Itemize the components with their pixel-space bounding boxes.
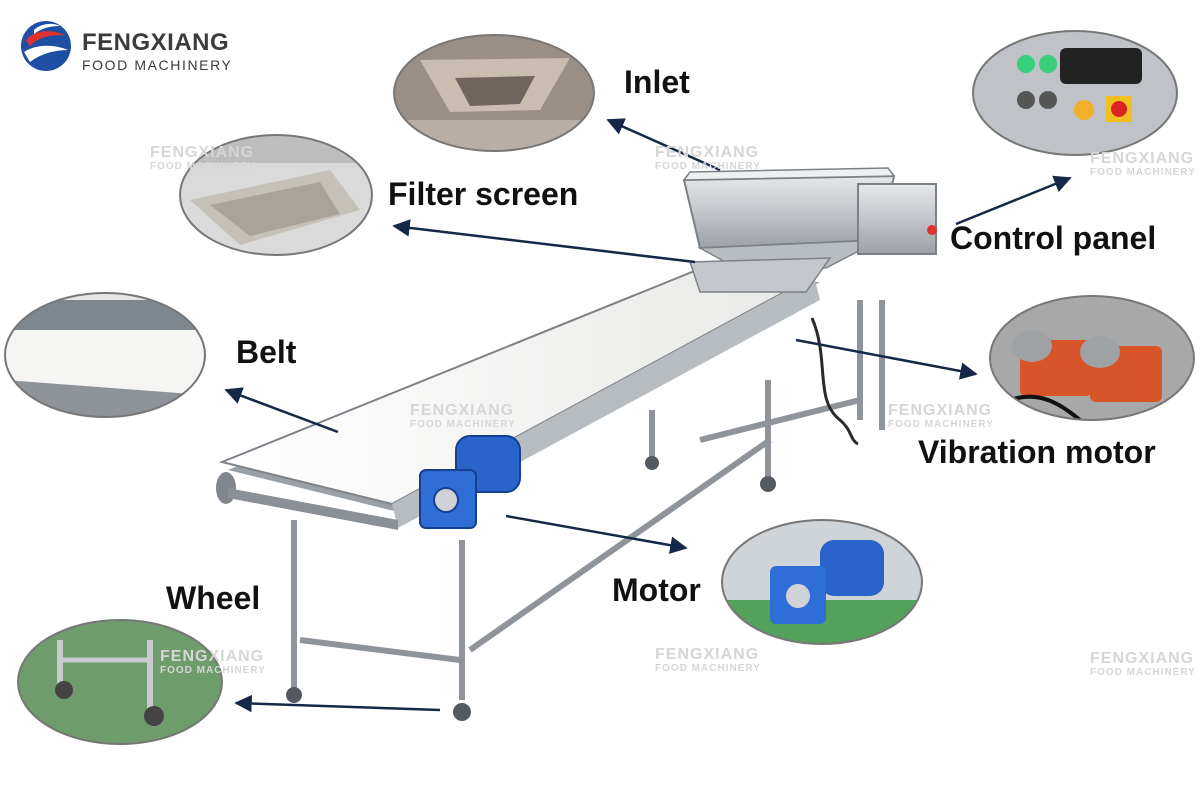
inset-belt	[4, 292, 206, 418]
arrow-wheel	[234, 694, 441, 713]
label-vibration-motor: Vibration motor	[918, 434, 1156, 470]
brand-wordmark: FENGXIANG FOOD MACHINERY	[82, 30, 233, 74]
inset-inlet	[393, 34, 595, 152]
conveyor-belt	[216, 270, 820, 530]
arrow-motor	[505, 514, 688, 554]
arrow-vibration-motor	[795, 338, 978, 380]
inset-motor	[721, 519, 923, 645]
inset-wheel	[17, 619, 223, 745]
brand-subtitle: FOOD MACHINERY	[82, 57, 233, 73]
label-wheel: Wheel	[166, 580, 261, 616]
brand-logo-icon	[21, 21, 71, 71]
label-inlet: Inlet	[624, 64, 690, 100]
brand-name: FENGXIANG	[82, 29, 230, 56]
label-control-panel: Control panel	[950, 220, 1157, 256]
machine-frame	[291, 300, 885, 700]
arrow-filter-screen	[392, 219, 696, 264]
inset-control-panel	[972, 30, 1178, 156]
arrow-inlet	[606, 118, 721, 172]
label-filter-screen: Filter screen	[388, 176, 579, 212]
machine-wheels	[286, 456, 776, 721]
label-belt: Belt	[236, 334, 297, 370]
inset-vibration-motor	[989, 295, 1195, 421]
arrow-control-panel	[955, 175, 1072, 226]
label-motor: Motor	[612, 572, 701, 608]
callout-arrows	[224, 118, 1072, 713]
drive-motor	[419, 435, 521, 529]
control-box	[810, 183, 937, 446]
arrow-belt	[224, 387, 339, 434]
